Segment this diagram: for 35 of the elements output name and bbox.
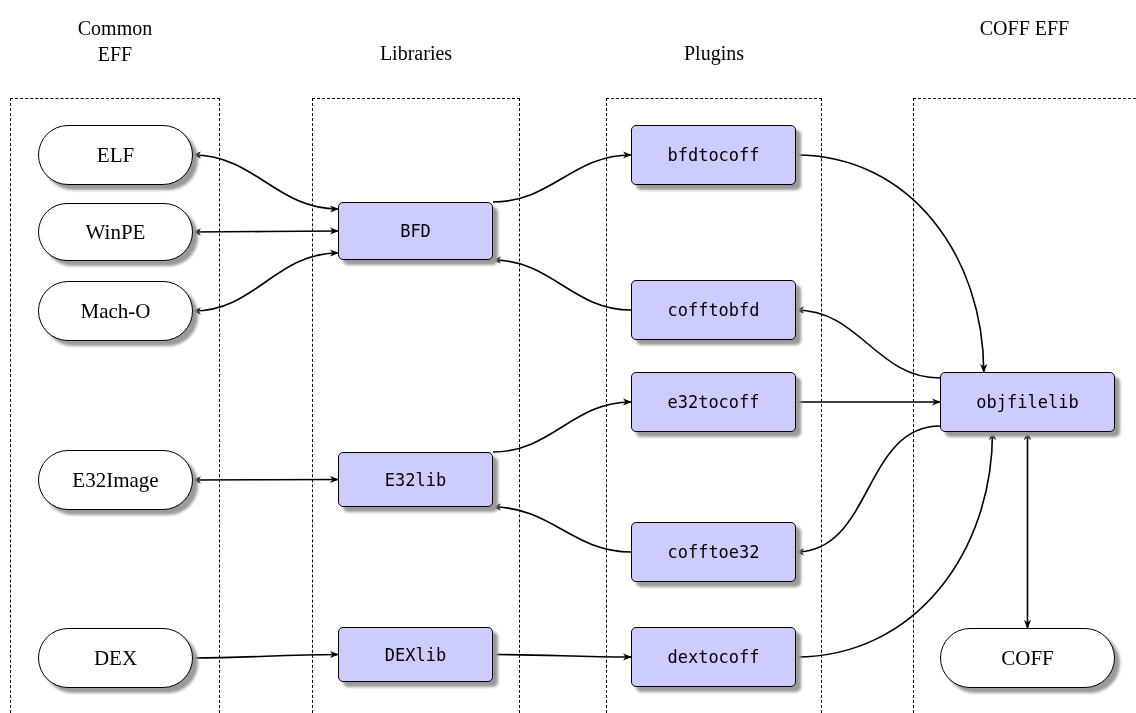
rounded-box: Mach-O	[38, 281, 193, 341]
arrow	[795, 431, 996, 658]
process-box: DEXlib	[338, 627, 493, 682]
process-box: objfilelib	[940, 372, 1115, 432]
arrow	[492, 503, 632, 553]
double-headed-arrow	[192, 152, 339, 212]
arrow	[795, 307, 941, 379]
rounded-box: ELF	[38, 125, 193, 185]
process-box: dextocoff	[631, 627, 796, 687]
rounded-box: DEX	[38, 628, 193, 688]
double-headed-arrow	[1023, 431, 1032, 629]
column-heading: COFF EFF	[978, 16, 1071, 41]
arrow	[492, 399, 632, 453]
arrow	[492, 257, 632, 311]
rounded-box: E32Image	[38, 450, 193, 510]
column-heading: Libraries	[378, 41, 454, 66]
process-box: cofftoe32	[631, 522, 796, 582]
column-heading: Common EFF	[76, 16, 154, 67]
process-box: BFD	[338, 202, 493, 260]
double-headed-arrow	[192, 475, 339, 484]
column-heading: Plugins	[683, 41, 745, 66]
rounded-box: WinPE	[38, 203, 193, 261]
arrow	[492, 151, 632, 203]
double-headed-arrow	[192, 227, 339, 236]
process-box: bfdtocoff	[631, 125, 796, 185]
process-box: E32lib	[338, 452, 493, 507]
process-box: e32tocoff	[631, 372, 796, 432]
process-box: cofftobfd	[631, 280, 796, 340]
arrow	[795, 398, 941, 406]
arrow	[795, 154, 987, 373]
arrow	[795, 425, 941, 555]
arrow	[192, 650, 339, 659]
arrow	[492, 653, 632, 661]
double-headed-arrow	[192, 250, 339, 314]
rounded-box: COFF	[940, 628, 1115, 688]
